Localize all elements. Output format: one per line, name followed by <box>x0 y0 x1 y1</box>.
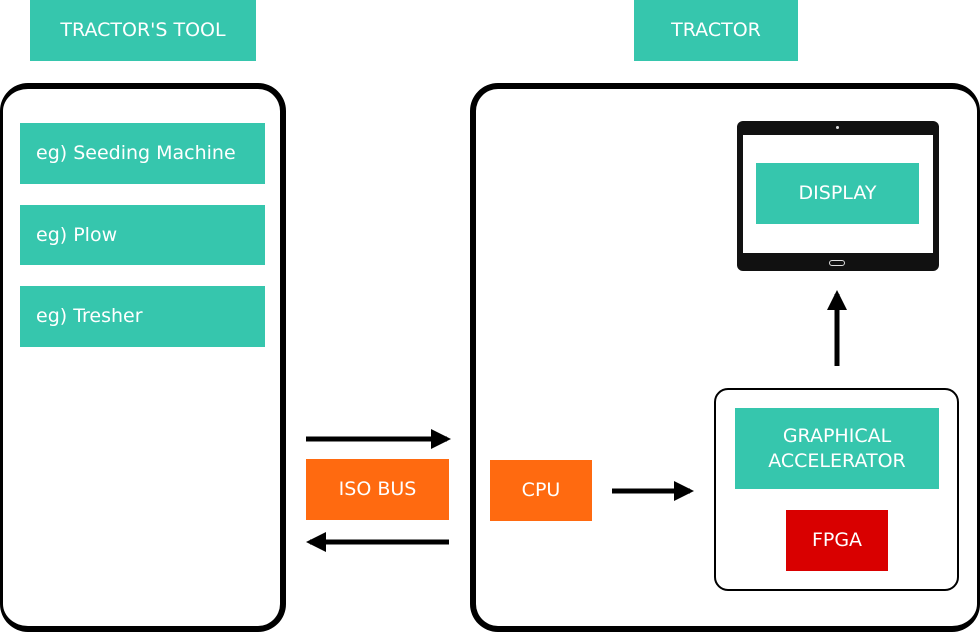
cpu-block: CPU <box>490 460 592 521</box>
tablet-home-button <box>829 260 845 266</box>
tool-item-seeding-machine: eg) Seeding Machine <box>20 123 265 184</box>
tractors-tool-header: TRACTOR'S TOOL <box>30 0 256 61</box>
tool-item-plow: eg) Plow <box>20 205 265 265</box>
display-block: DISPLAY <box>756 163 919 224</box>
fpga-block: FPGA <box>786 510 888 571</box>
graphical-accelerator-block: GRAPHICAL ACCELERATOR <box>735 408 939 489</box>
tablet-camera <box>836 126 839 129</box>
tractor-header: TRACTOR <box>634 0 798 61</box>
tool-item-tresher: eg) Tresher <box>20 286 265 347</box>
iso-bus-block: ISO BUS <box>306 459 449 520</box>
